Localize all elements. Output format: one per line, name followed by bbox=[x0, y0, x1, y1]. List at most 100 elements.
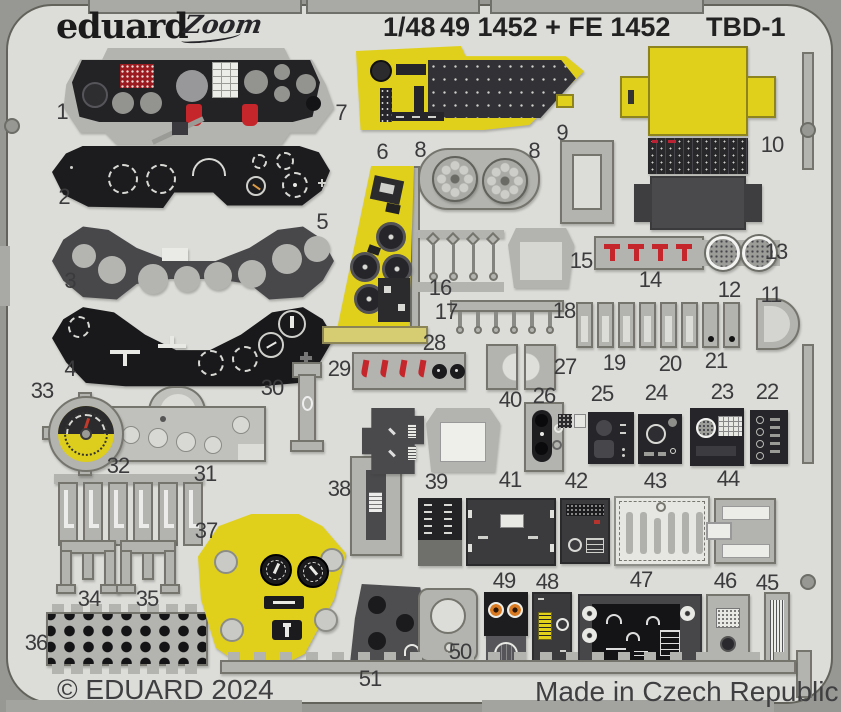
part-number-label: 2 bbox=[58, 184, 70, 209]
cutout bbox=[72, 244, 96, 268]
hook bbox=[83, 482, 103, 546]
tooling-hole bbox=[800, 574, 816, 590]
lamp-icon bbox=[488, 602, 504, 618]
white-chip bbox=[574, 414, 586, 428]
part-35-bracket bbox=[116, 540, 180, 596]
grey-box bbox=[650, 176, 746, 230]
part-number-label: 5 bbox=[316, 209, 328, 234]
made-in-text: Made in Czech Republic bbox=[535, 676, 839, 707]
part-number-label: 44 bbox=[716, 466, 741, 491]
part-number-label: 41 bbox=[498, 467, 523, 492]
cutout bbox=[138, 264, 168, 294]
part-13-mesh-disc bbox=[742, 236, 776, 270]
red-handle-icon bbox=[604, 244, 620, 249]
part-16-levers bbox=[418, 230, 504, 238]
part-number-label: 46 bbox=[713, 568, 738, 593]
red-handle-icon bbox=[682, 249, 687, 261]
part-number-label: 25 bbox=[590, 381, 615, 406]
part-number-label: 13 bbox=[764, 239, 789, 264]
clip-bracket bbox=[702, 302, 719, 348]
part-number-label: 8 bbox=[414, 137, 426, 162]
dial-icon bbox=[232, 346, 258, 372]
lamp-icon bbox=[507, 602, 523, 618]
part-number-label: 42 bbox=[564, 468, 589, 493]
instrument-strip bbox=[648, 138, 748, 174]
mesh-chip bbox=[558, 414, 572, 428]
gauge-icon bbox=[258, 332, 284, 358]
film-reel-icon bbox=[350, 252, 380, 282]
part-number-label: 35 bbox=[135, 586, 160, 611]
dial-icon bbox=[108, 164, 138, 194]
part-number-label: 11 bbox=[760, 282, 783, 307]
gauge-icon bbox=[82, 82, 108, 108]
tooling-hole bbox=[800, 122, 816, 138]
edge-rail bbox=[6, 700, 302, 712]
red-handle-icon bbox=[634, 249, 639, 261]
dial-icon bbox=[68, 316, 90, 338]
gauge-icon bbox=[296, 74, 316, 94]
data-placard bbox=[212, 62, 238, 98]
part-27-clamp bbox=[524, 344, 556, 390]
part-13-mesh-disc bbox=[706, 236, 740, 270]
gauge-icon bbox=[176, 70, 208, 102]
part-26-fitting bbox=[524, 402, 564, 472]
part-number-label: 33 bbox=[30, 378, 55, 403]
hook bbox=[158, 482, 178, 546]
part-15-box bbox=[508, 228, 574, 288]
part-number-label: 20 bbox=[658, 351, 683, 376]
plane-icon bbox=[170, 336, 174, 346]
cutout bbox=[314, 608, 338, 632]
part-41-box bbox=[466, 498, 556, 566]
part-number-label: 37 bbox=[194, 518, 219, 543]
gauge-icon bbox=[112, 92, 134, 114]
yellow-tab bbox=[620, 76, 650, 118]
side-rail bbox=[796, 650, 812, 698]
part-3-panel bbox=[52, 220, 334, 302]
wings-placard bbox=[264, 596, 304, 609]
part-number-label: 19 bbox=[602, 350, 627, 375]
part-number-label: 27 bbox=[553, 354, 578, 379]
part-27-clamp bbox=[486, 344, 518, 390]
wings-icon bbox=[110, 350, 140, 354]
part-43-louver-panel bbox=[614, 496, 710, 566]
compass-icon bbox=[278, 310, 306, 338]
red-placard-grid bbox=[120, 64, 154, 88]
tooling-hole bbox=[4, 118, 20, 134]
dial-icon bbox=[252, 154, 267, 169]
gauge-icon bbox=[274, 86, 290, 102]
part-number-label: 10 bbox=[760, 132, 785, 157]
part-number-label: 29 bbox=[327, 356, 352, 381]
part-28-bar bbox=[322, 326, 428, 344]
part-number-label: 16 bbox=[428, 275, 453, 300]
dial-icon bbox=[276, 152, 294, 170]
part-number-label: 17 bbox=[434, 299, 459, 324]
part-8-disc bbox=[482, 158, 528, 204]
part-24-box bbox=[638, 414, 682, 464]
part-number-label: 24 bbox=[644, 380, 669, 405]
side-rail bbox=[802, 52, 814, 170]
plane-icon bbox=[158, 344, 186, 348]
subject-text: TBD-1 bbox=[706, 12, 786, 42]
film-reel-icon bbox=[376, 222, 406, 252]
part-number-label: 8 bbox=[528, 138, 540, 163]
part-25-box bbox=[588, 412, 634, 464]
part-number-label: 18 bbox=[552, 298, 577, 323]
lever-box bbox=[172, 122, 188, 135]
part-32-hooks bbox=[54, 474, 204, 484]
part-number-label: 23 bbox=[710, 379, 735, 404]
compass-pointer bbox=[290, 316, 294, 328]
arc-dial-icon bbox=[626, 632, 640, 641]
part-number-label: 7 bbox=[335, 100, 347, 125]
knob-icon bbox=[582, 628, 597, 643]
part-number-label: 50 bbox=[448, 639, 473, 664]
part-36-strip bbox=[46, 612, 208, 666]
part-23-box bbox=[690, 408, 744, 466]
part-number-label: 9 bbox=[556, 120, 568, 145]
gauge-icon bbox=[274, 64, 290, 80]
part-48-panel bbox=[532, 592, 572, 662]
part-10-bulkhead bbox=[618, 44, 778, 234]
gauge-icon bbox=[306, 96, 321, 111]
hook bbox=[133, 482, 153, 546]
gauge-icon bbox=[246, 176, 266, 196]
